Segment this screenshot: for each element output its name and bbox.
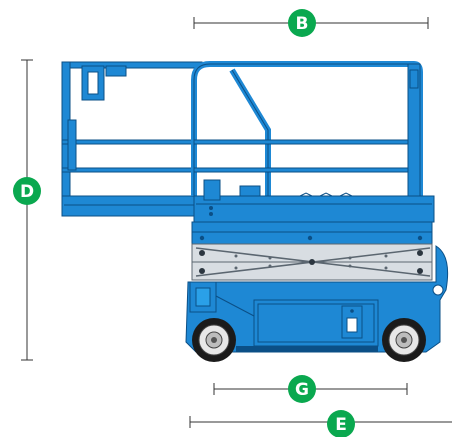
dimension-e (189, 416, 452, 428)
scissor-stack (191, 243, 433, 281)
front-wheel (382, 318, 426, 362)
badge-d: D (13, 177, 41, 205)
platform-guardrail (191, 61, 423, 199)
svg-text:E: E (335, 415, 347, 435)
rear-wheel (192, 318, 236, 362)
badge-b: B (288, 9, 316, 37)
badge-g: G (288, 375, 316, 403)
platform-deck (193, 179, 435, 223)
svg-text:G: G (295, 380, 309, 400)
svg-text:D: D (20, 182, 34, 202)
badge-e: E (327, 410, 355, 437)
svg-text:B: B (296, 14, 309, 34)
upper-scissor-frame (191, 221, 433, 245)
dimension-d (21, 59, 33, 361)
extension-deck (61, 61, 203, 217)
chassis (185, 245, 449, 353)
